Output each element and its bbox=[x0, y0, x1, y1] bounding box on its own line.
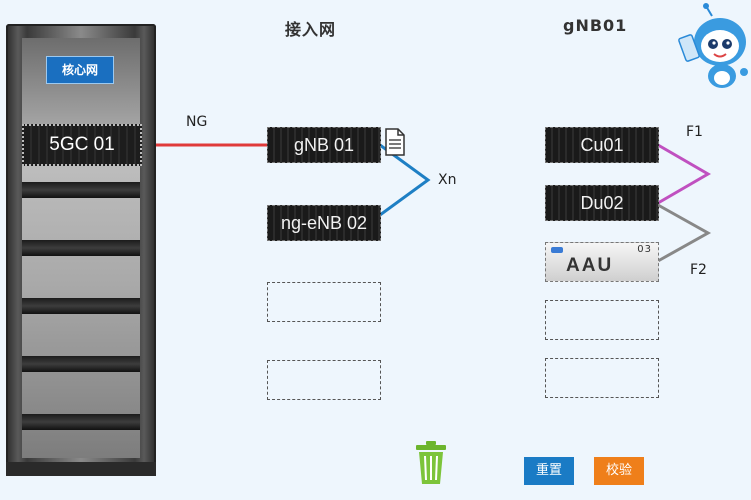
aau-number: 03 bbox=[637, 244, 652, 255]
empty-device-slot[interactable] bbox=[267, 360, 381, 400]
empty-device-slot[interactable] bbox=[267, 282, 381, 322]
verify-button[interactable]: 校验 bbox=[594, 457, 644, 485]
empty-device-slot[interactable] bbox=[545, 358, 659, 398]
aau-label: AAU bbox=[566, 255, 614, 276]
access-network-title: 接入网 bbox=[285, 20, 337, 39]
xn-link-line bbox=[379, 143, 431, 217]
gnb-device-cu01[interactable]: Cu01 bbox=[545, 127, 659, 163]
cabinet-shelf bbox=[22, 240, 140, 256]
cabinet-shelf bbox=[22, 414, 140, 430]
document-icon[interactable] bbox=[384, 128, 406, 156]
reset-button[interactable]: 重置 bbox=[524, 457, 574, 485]
f2-link-label: F2 bbox=[690, 262, 707, 278]
gnb-device-aau03[interactable]: AAU 03 bbox=[545, 242, 659, 282]
access-device-gnb01[interactable]: gNB 01 bbox=[267, 127, 381, 163]
cabinet-shelf bbox=[22, 356, 140, 372]
gnb-panel-title: gNB01 bbox=[563, 16, 628, 35]
empty-device-slot[interactable] bbox=[545, 300, 659, 340]
cabinet-base bbox=[6, 462, 156, 476]
f2-link-line bbox=[657, 203, 712, 263]
core-device-5gc01[interactable]: 5GC 01 bbox=[22, 124, 142, 166]
gnb-device-du02[interactable]: Du02 bbox=[545, 185, 659, 221]
f1-link-line bbox=[657, 143, 711, 205]
xn-link-label: Xn bbox=[438, 172, 457, 188]
f1-link-label: F1 bbox=[686, 124, 703, 140]
ng-link-label: NG bbox=[186, 114, 208, 130]
trash-icon[interactable] bbox=[414, 440, 448, 486]
aau-logo-icon bbox=[551, 247, 563, 253]
cabinet-shelf bbox=[22, 298, 140, 314]
core-network-label: 核心网 bbox=[46, 56, 114, 84]
robot-mascot-icon bbox=[678, 3, 748, 88]
access-device-ngenb02[interactable]: ng-eNB 02 bbox=[267, 205, 381, 241]
cabinet-shelf bbox=[22, 182, 140, 198]
